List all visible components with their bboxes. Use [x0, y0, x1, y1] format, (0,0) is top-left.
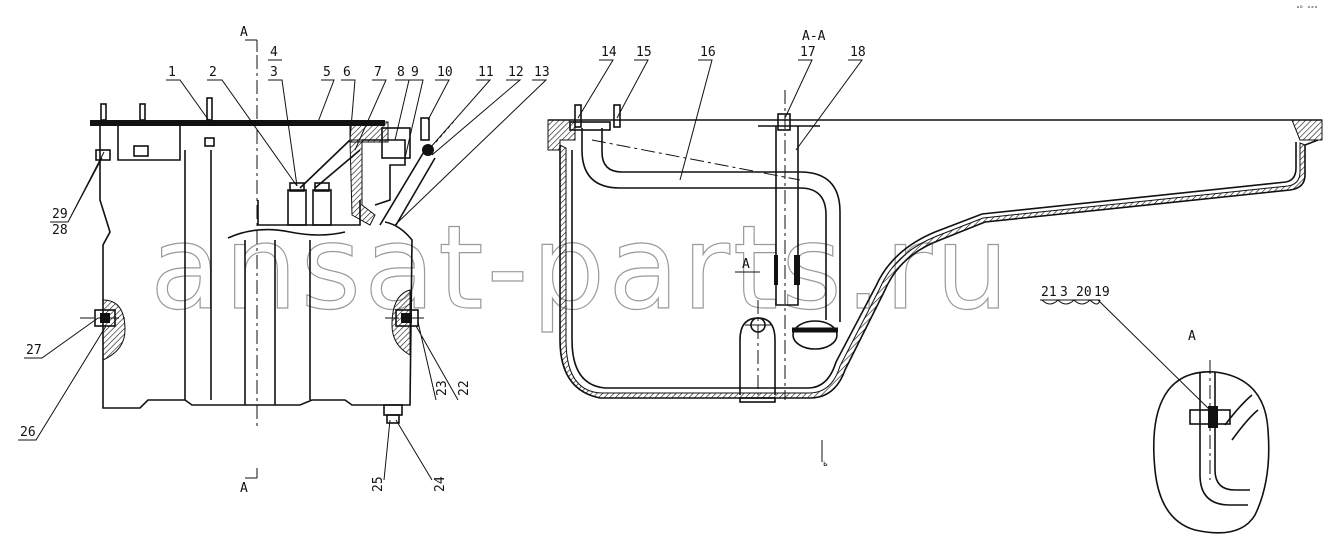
oil-strainer: [792, 320, 838, 350]
callout-3: 3: [270, 65, 278, 80]
section-label-a-detail: A: [1188, 329, 1196, 344]
callout-19: 19: [1094, 285, 1110, 300]
callout-3b: 3: [1060, 285, 1068, 300]
callout-14: 14: [601, 45, 617, 60]
callout-24: 24: [433, 476, 448, 492]
callout-11: 11: [478, 65, 494, 80]
small-mark: ь: [823, 459, 828, 468]
callout-18: 18: [850, 45, 866, 60]
section-label-a-top: A: [240, 25, 248, 40]
watermark-text: ansat-parts.ru: [150, 201, 1012, 336]
callout-17: 17: [800, 45, 816, 60]
callout-4: 4: [270, 45, 278, 60]
callout-6: 6: [343, 65, 351, 80]
detail-a: A 21 3 20 19: [1040, 285, 1270, 534]
callout-1: 1: [168, 65, 176, 80]
callout-7: 7: [374, 65, 382, 80]
callout-28: 28: [52, 223, 68, 238]
callout-13: 13: [534, 65, 550, 80]
right-callouts: 14 15 16 A-A 17 18: [577, 29, 866, 181]
callout-25: 25: [371, 476, 386, 492]
top-flange: [90, 120, 385, 126]
section-label-aa: A-A: [802, 29, 826, 44]
corner-mark: ᵃᴰ ᵃᵃᵃ: [1296, 5, 1318, 12]
callout-27: 27: [26, 343, 42, 358]
left-callouts: 1 2 4 3 5 6 7 8 9 10 11 12 13 29 28 27 2…: [18, 45, 550, 492]
callout-12: 12: [508, 65, 524, 80]
callout-2: 2: [209, 65, 217, 80]
flange-studs: [95, 97, 215, 161]
callout-21: 21: [1041, 285, 1057, 300]
callout-16: 16: [700, 45, 716, 60]
callout-23: 23: [435, 380, 450, 396]
callout-29: 29: [52, 207, 68, 222]
callout-10: 10: [437, 65, 453, 80]
drain-plug: [383, 404, 403, 416]
callout-26: 26: [20, 425, 36, 440]
callout-5: 5: [323, 65, 331, 80]
left-view: A A: [80, 25, 456, 496]
sump-body-left: [99, 126, 413, 409]
section-label-a-bottom: A: [240, 481, 248, 496]
callout-15: 15: [636, 45, 652, 60]
callout-8: 8: [397, 65, 405, 80]
callout-20: 20: [1076, 285, 1092, 300]
right-view: A ь: [547, 90, 1323, 468]
callout-22: 22: [457, 380, 472, 396]
section-label-a-mid: A: [742, 257, 750, 272]
callout-9: 9: [411, 65, 419, 80]
